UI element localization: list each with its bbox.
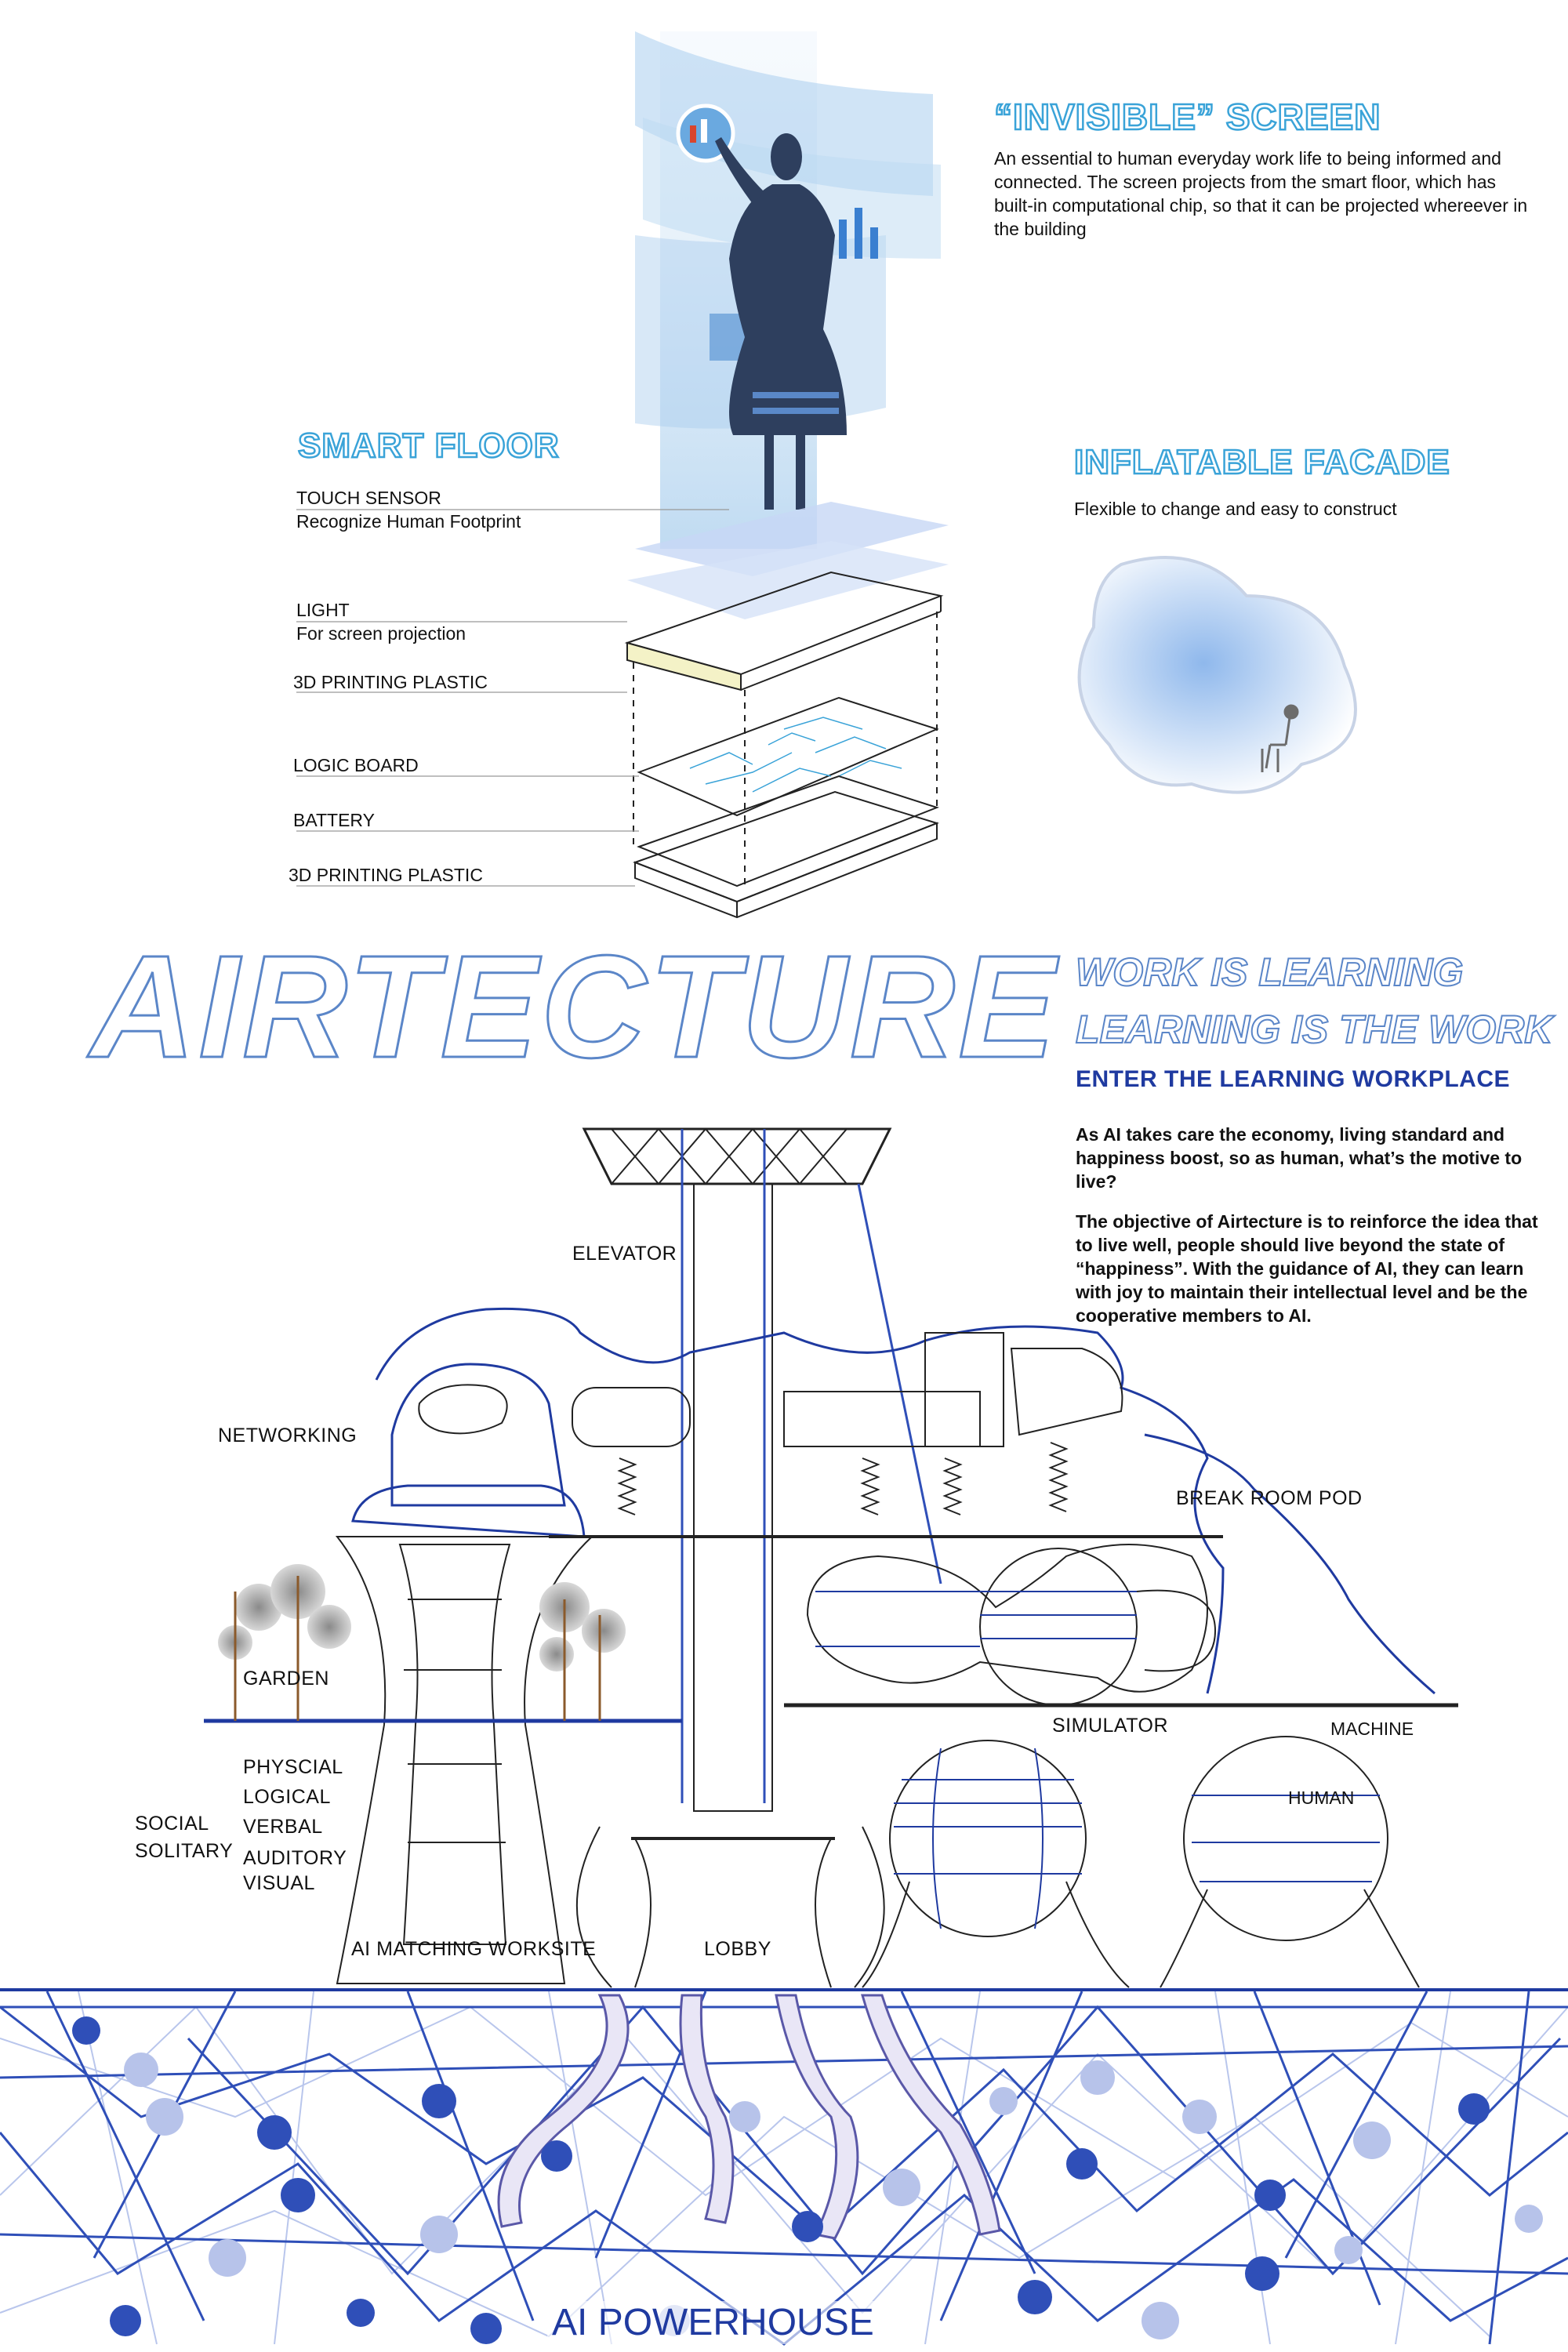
network-node xyxy=(1254,2180,1286,2211)
smart-floor-layers xyxy=(296,502,949,919)
network-node xyxy=(1182,2100,1217,2134)
mode-physical: PHYSCIAL xyxy=(243,1756,343,1778)
network-node xyxy=(470,2313,502,2344)
network-node xyxy=(422,2084,456,2118)
woman-silhouette xyxy=(715,133,847,510)
network-node xyxy=(1458,2093,1490,2125)
tagline-line2: LEARNING IS THE WORK xyxy=(1075,1007,1553,1052)
network-node xyxy=(209,2239,246,2277)
network-node xyxy=(883,2169,920,2206)
layer-battery: BATTERY xyxy=(293,810,375,830)
network-node xyxy=(1515,2205,1543,2233)
network-node xyxy=(729,2101,760,2132)
layer-touch-sensor: TOUCH SENSOR xyxy=(296,488,441,508)
network-node xyxy=(1245,2256,1279,2291)
subheading: ENTER THE LEARNING WORKPLACE xyxy=(1076,1066,1510,1092)
network-node xyxy=(1018,2280,1052,2314)
mode-solitary: SOLITARY xyxy=(135,1840,234,1862)
label-human: HUMAN xyxy=(1288,1788,1355,1808)
ai-powerhouse-network xyxy=(0,1987,1568,2352)
label-elevator: ELEVATOR xyxy=(572,1243,677,1265)
network-node xyxy=(1334,2236,1363,2264)
network-node xyxy=(1066,2148,1098,2180)
network-node xyxy=(347,2299,375,2327)
layer-3d-printing-plastic-bottom: 3D PRINTING PLASTIC xyxy=(289,865,483,885)
network-node xyxy=(257,2115,292,2150)
label-ai-matching-worksite: AI MATCHING WORKSITE xyxy=(351,1938,597,1960)
network-node xyxy=(281,2178,315,2212)
invisible-screen-title: “INVISIBLE” SCREEN xyxy=(993,96,1381,139)
inflatable-facade-body: Flexible to change and easy to construct xyxy=(1074,499,1397,519)
paragraph-motive: As AI takes care the economy, living sta… xyxy=(1076,1124,1523,1192)
mode-auditory: AUDITORY xyxy=(243,1847,347,1869)
label-garden: GARDEN xyxy=(243,1668,329,1690)
layer-touch-sensor-desc: Recognize Human Footprint xyxy=(296,511,521,532)
network-node xyxy=(1142,2302,1179,2339)
mode-social: SOCIAL xyxy=(135,1813,209,1835)
inflatable-cloud xyxy=(1077,556,1357,794)
label-ai-powerhouse: AI POWERHOUSE xyxy=(547,2301,879,2344)
network-node xyxy=(541,2140,572,2172)
label-break-room-pod: BREAK ROOM POD xyxy=(1176,1487,1363,1509)
invisible-screen-body: An essential to human everyday work life… xyxy=(994,148,1528,239)
smart-floor-title: SMART FLOOR xyxy=(297,426,560,466)
layer-logic-board: LOGIC BOARD xyxy=(293,755,419,775)
mode-verbal: VERBAL xyxy=(243,1816,323,1838)
layer-3d-printing-plastic-top: 3D PRINTING PLASTIC xyxy=(293,672,488,692)
network-node xyxy=(792,2211,823,2242)
layer-light-desc: For screen projection xyxy=(296,623,466,644)
tagline-line1: WORK IS LEARNING xyxy=(1075,949,1464,995)
network-node xyxy=(72,2016,100,2045)
main-title: AIRTECTURE xyxy=(89,926,1059,1088)
network-node xyxy=(124,2053,158,2087)
layer-light: LIGHT xyxy=(296,600,350,620)
network-node xyxy=(146,2098,183,2136)
paragraph-objective: The objective of Airtecture is to reinfo… xyxy=(1076,1211,1538,1326)
network-node xyxy=(420,2216,458,2253)
network-node xyxy=(1080,2060,1115,2095)
building-section xyxy=(204,1127,1458,1988)
network-node xyxy=(989,2087,1018,2115)
label-machine: MACHINE xyxy=(1330,1719,1414,1739)
label-lobby: LOBBY xyxy=(704,1938,771,1960)
inflatable-facade-title: INFLATABLE FACADE xyxy=(1073,442,1450,483)
network-node xyxy=(1353,2122,1391,2159)
mode-visual: VISUAL xyxy=(243,1872,315,1894)
label-networking: NETWORKING xyxy=(218,1425,358,1446)
label-simulator: SIMULATOR xyxy=(1052,1715,1169,1737)
mode-logical: LOGICAL xyxy=(243,1786,331,1808)
network-node xyxy=(110,2305,141,2336)
